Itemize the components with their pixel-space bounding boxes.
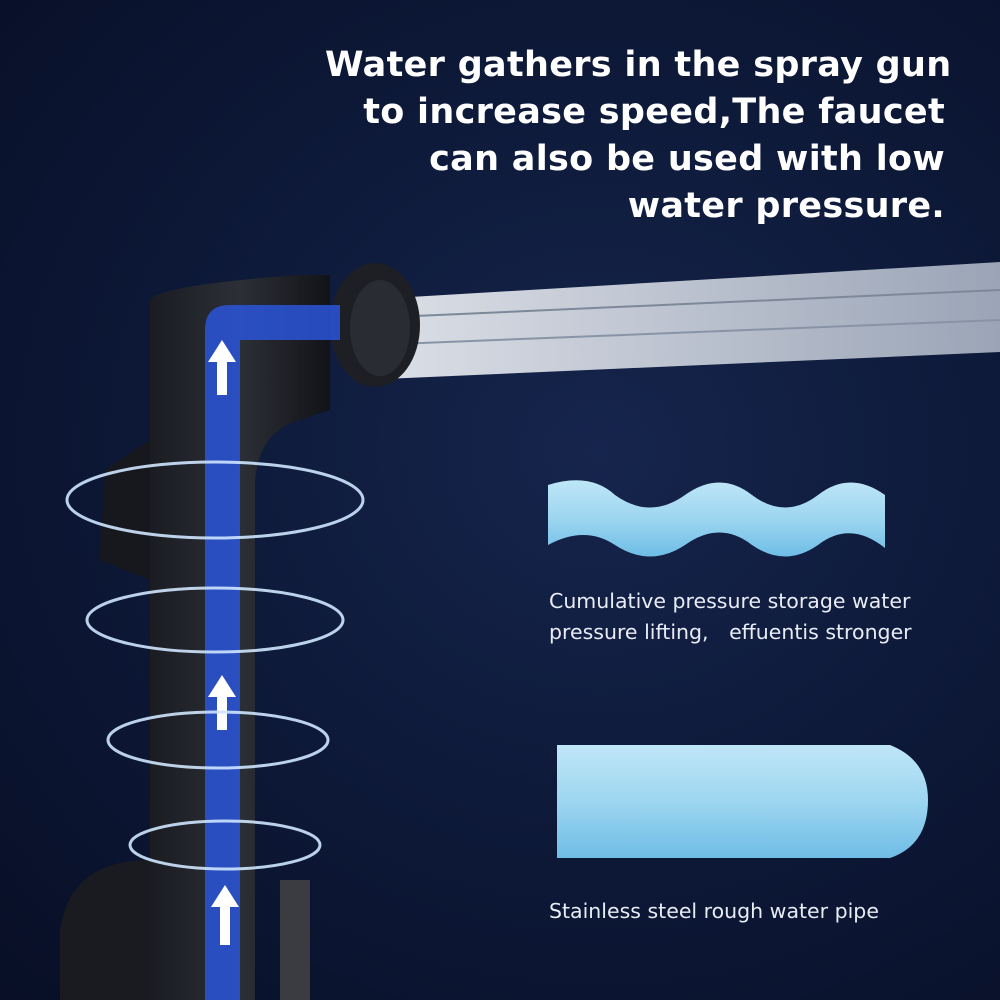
- headline-line: can also be used with low: [429, 139, 945, 179]
- arrow-up-icon: [208, 675, 236, 730]
- wavy-pipe-caption: Cumulative pressure storage water pressu…: [549, 586, 912, 648]
- headline-line: water pressure.: [627, 186, 945, 226]
- caption-line: pressure lifting, effuentis stronger: [549, 620, 912, 644]
- arrow-up-icon: [211, 885, 239, 945]
- water-jet: [360, 262, 1000, 380]
- headline: Water gathers in the spray gun to increa…: [325, 42, 952, 230]
- swirl-rings: [65, 460, 365, 871]
- straight-pipe-graphic: [557, 745, 928, 858]
- caption-line: Cumulative pressure storage water: [549, 589, 911, 613]
- water-flow-channel: [205, 305, 340, 1000]
- straight-pipe-caption: Stainless steel rough water pipe: [549, 899, 879, 923]
- wavy-pipe-graphic: [548, 480, 885, 557]
- headline-line: Water gathers in the spray gun: [325, 45, 952, 85]
- headline-line: to increase speed,The faucet: [363, 92, 945, 132]
- flow-arrows: [208, 340, 239, 945]
- arrow-up-icon: [208, 340, 236, 395]
